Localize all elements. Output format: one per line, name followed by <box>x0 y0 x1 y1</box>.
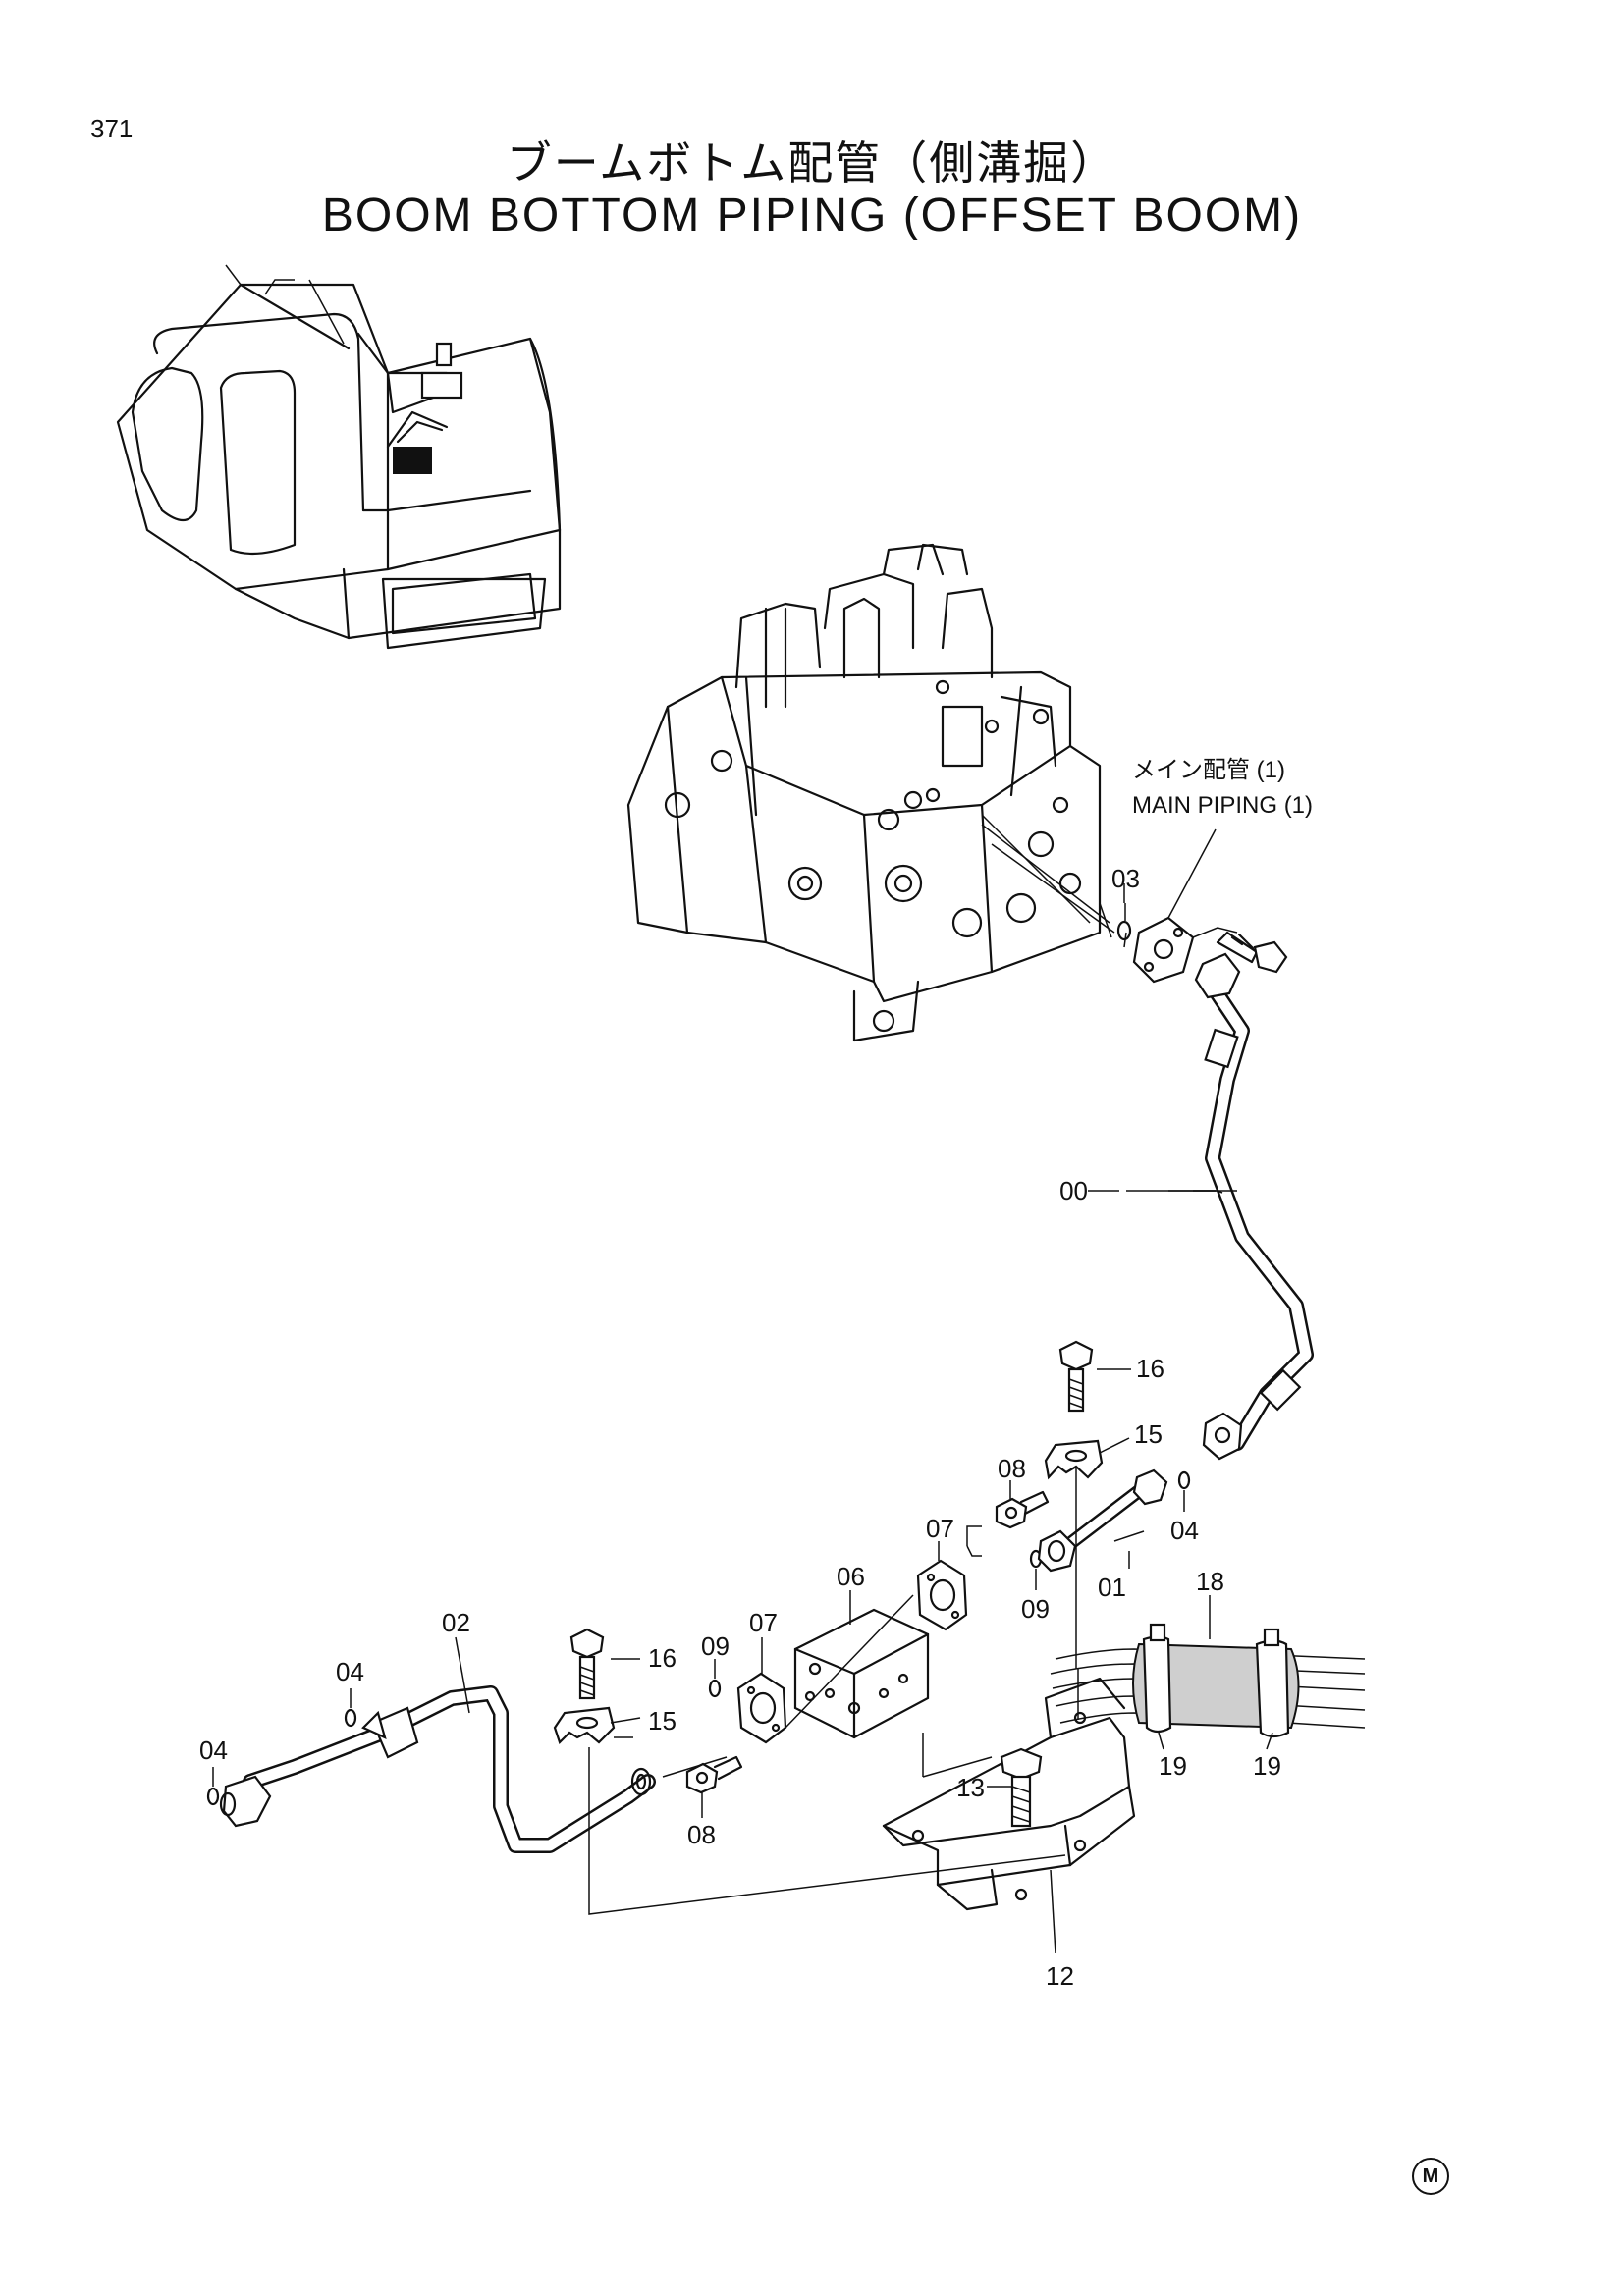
callout-06: 06 <box>837 1562 865 1591</box>
callout-04-mid: 04 <box>336 1657 364 1686</box>
hose-clamp-19-right <box>1255 1628 1290 1738</box>
callout-08-left: 08 <box>687 1820 716 1849</box>
callout-09-left: 09 <box>701 1631 730 1661</box>
callout-07-left: 07 <box>749 1608 778 1637</box>
leader-lines <box>212 828 1273 1954</box>
hose-bundle <box>1050 1642 1366 1730</box>
bolt-08-left <box>685 1755 743 1794</box>
callout-07-right: 07 <box>926 1514 954 1543</box>
callout-15-left: 15 <box>648 1706 677 1735</box>
clamp-15-left <box>553 1706 616 1745</box>
callout-04-right: 04 <box>1170 1516 1199 1545</box>
callout-labels: 00 03 01 16 15 08 07 06 04 09 18 19 19 0… <box>199 864 1281 1991</box>
callout-02: 02 <box>442 1608 470 1637</box>
callout-18: 18 <box>1196 1567 1224 1596</box>
callout-19-left: 19 <box>1159 1751 1187 1781</box>
bolt-16-left <box>569 1628 605 1700</box>
main-piping-label-english: MAIN PIPING (1) <box>1132 792 1313 819</box>
page-title-english: BOOM BOTTOM PIPING (OFFSET BOOM) <box>321 189 1303 241</box>
callout-01: 01 <box>1098 1573 1126 1602</box>
m-mark-symbol: M <box>1412 2158 1449 2195</box>
control-valve-assembly <box>626 543 1115 1042</box>
hose-clamp-19-left <box>1142 1623 1172 1734</box>
clamp-15-right <box>1044 1439 1104 1480</box>
main-piping-label-japanese: メイン配管 (1) <box>1132 757 1285 783</box>
callout-15-right: 15 <box>1134 1419 1163 1449</box>
callout-03: 03 <box>1111 864 1140 893</box>
bolt-13 <box>1000 1747 1043 1828</box>
flange-07-right <box>916 1559 968 1631</box>
callout-12: 12 <box>1046 1961 1074 1991</box>
callout-16-right: 16 <box>1136 1354 1164 1383</box>
callout-13: 13 <box>956 1773 985 1802</box>
callout-08-right: 08 <box>998 1454 1026 1483</box>
page-number: 371 <box>90 114 134 143</box>
callout-04-left: 04 <box>199 1735 228 1765</box>
pipe-00 <box>1194 952 1314 1461</box>
bolt-01 <box>1037 1468 1168 1573</box>
callout-19-right: 19 <box>1253 1751 1281 1781</box>
callout-00: 00 <box>1059 1176 1088 1205</box>
bracket-12 <box>882 1677 1136 1911</box>
bolt-08-right <box>995 1490 1050 1529</box>
callout-16-left: 16 <box>648 1643 677 1673</box>
assembly-guide-lines <box>588 1468 1079 1915</box>
flange-07-left <box>736 1672 787 1744</box>
page-title-japanese: ブームボトム配管（側溝掘） <box>506 136 1118 189</box>
bolt-16-right <box>1058 1340 1094 1413</box>
o-rings <box>206 1470 1191 1806</box>
excavator-locator-illustration <box>116 264 562 650</box>
callout-09-right: 09 <box>1021 1594 1050 1624</box>
main-piping-reference: メイン配管 (1) MAIN PIPING (1) <box>1132 757 1313 819</box>
block-06 <box>793 1608 930 1739</box>
pipe-02 <box>219 1685 656 1853</box>
